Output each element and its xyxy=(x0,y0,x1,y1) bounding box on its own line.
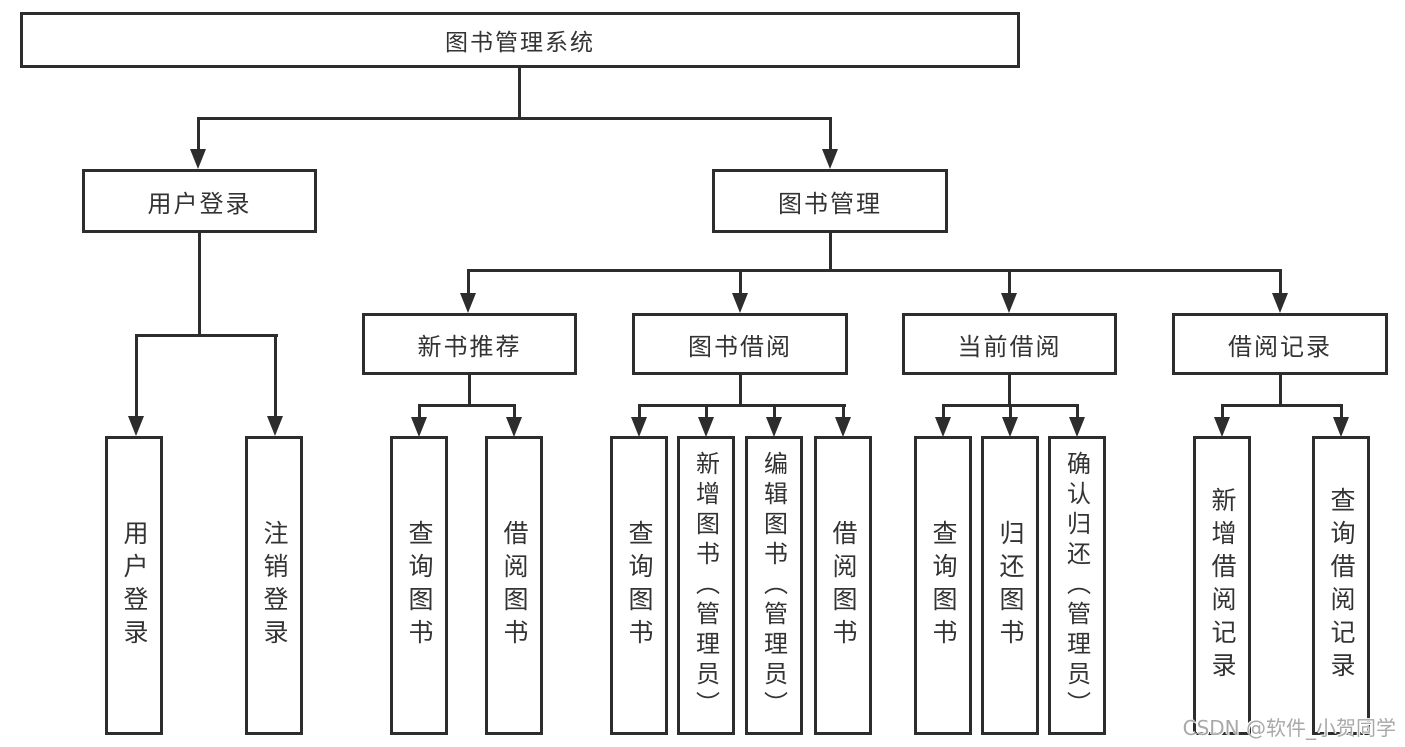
leaf-logout: 注销登录 xyxy=(245,436,303,735)
arrowhead-leaf xyxy=(506,417,522,437)
arrowhead-leaf xyxy=(267,416,283,436)
arrowhead-module xyxy=(1272,293,1288,313)
connector-module-rail xyxy=(418,404,516,407)
connector-user-rail xyxy=(135,334,278,337)
connector-drop-leaf xyxy=(638,404,641,418)
arrowhead-leaf xyxy=(411,417,427,437)
node-current-borrowing-label: 当前借阅 xyxy=(957,332,1062,361)
connector-module-stem xyxy=(1008,375,1011,407)
connector-drop-leaf xyxy=(1340,404,1343,418)
node-book-borrowing-label: 图书借阅 xyxy=(688,332,792,361)
connector-drop-leaf xyxy=(513,404,516,418)
arrowhead-leaf xyxy=(128,416,144,436)
leaf-add-book-admin: 新增图书（管理员） xyxy=(677,436,735,735)
node-borrowing-records-label: 借阅记录 xyxy=(1228,332,1332,361)
arrowhead-leaf xyxy=(1214,417,1230,437)
leaf-label: 借阅图书 xyxy=(500,519,529,652)
connector-drop-module xyxy=(1279,269,1282,295)
node-root: 图书管理系统 xyxy=(20,12,1020,68)
connector-drop-leaf xyxy=(1221,404,1224,418)
connector-mgmt-stem xyxy=(829,233,832,272)
connector-level1-rail xyxy=(197,117,832,120)
connector-drop-leaf xyxy=(842,404,845,418)
csdn-watermark: CSDN @软件_小贺同学 xyxy=(1182,716,1396,740)
leaf-query-books: 查询图书 xyxy=(390,436,448,735)
node-user-login: 用户登录 xyxy=(82,169,317,233)
connector-drop-user xyxy=(197,117,200,151)
arrowhead-leaf xyxy=(1333,417,1349,437)
arrowhead-module xyxy=(460,293,476,313)
connector-drop-leaf xyxy=(773,404,776,418)
connector-drop-leaf xyxy=(135,334,138,418)
leaf-label: 确认归还（管理员） xyxy=(1062,450,1091,721)
node-book-management: 图书管理 xyxy=(712,169,948,233)
connector-drop-leaf xyxy=(1009,404,1012,418)
leaf-label: 查询图书 xyxy=(929,519,958,652)
arrowhead-module xyxy=(1001,293,1017,313)
node-book-management-label: 图书管理 xyxy=(778,189,882,218)
leaf-user-login: 用户登录 xyxy=(105,436,163,735)
leaf-label: 用户登录 xyxy=(120,519,149,652)
connector-module-stem xyxy=(1279,375,1282,407)
connector-root-stem xyxy=(518,67,521,119)
connector-user-stem xyxy=(198,233,201,336)
arrowhead-leaf xyxy=(631,417,647,437)
connector-mgmt-rail xyxy=(467,269,1282,272)
node-new-book-recommend-label: 新书推荐 xyxy=(417,332,522,361)
leaf-query-books: 查询图书 xyxy=(610,436,668,735)
leaf-label: 查询借阅记录 xyxy=(1327,486,1356,685)
leaf-borrow-books: 借阅图书 xyxy=(485,436,543,735)
connector-drop-module xyxy=(1008,269,1011,295)
connector-drop-module xyxy=(739,269,742,295)
arrowhead-user-login xyxy=(190,149,206,169)
leaf-label: 新增图书（管理员） xyxy=(691,450,720,721)
leaf-label: 新增借阅记录 xyxy=(1208,486,1237,685)
node-book-borrowing: 图书借阅 xyxy=(632,313,848,375)
arrowhead-leaf xyxy=(835,417,851,437)
connector-module-stem xyxy=(468,375,471,407)
arrowhead-leaf xyxy=(1069,417,1085,437)
arrowhead-leaf xyxy=(935,417,951,437)
connector-drop-module xyxy=(467,269,470,295)
node-new-book-recommend: 新书推荐 xyxy=(362,313,577,375)
leaf-query-books: 查询图书 xyxy=(914,436,972,735)
connector-module-stem xyxy=(739,375,742,407)
leaf-label: 查询图书 xyxy=(405,519,434,652)
node-borrowing-records: 借阅记录 xyxy=(1172,313,1388,375)
leaf-label: 归还图书 xyxy=(996,519,1025,652)
leaf-label: 注销登录 xyxy=(260,519,289,652)
arrowhead-module xyxy=(732,293,748,313)
leaf-return-books: 归还图书 xyxy=(981,436,1039,735)
arrowhead-leaf xyxy=(1002,417,1018,437)
leaf-edit-book-admin: 编辑图书（管理员） xyxy=(745,436,803,735)
leaf-label: 编辑图书（管理员） xyxy=(759,450,788,721)
arrowhead-leaf xyxy=(698,417,714,437)
connector-drop-leaf xyxy=(418,404,421,418)
connector-drop-leaf xyxy=(1076,404,1079,418)
node-user-login-label: 用户登录 xyxy=(147,189,252,218)
node-root-label: 图书管理系统 xyxy=(445,30,595,56)
connector-drop-leaf xyxy=(705,404,708,418)
connector-module-rail xyxy=(638,404,846,407)
leaf-add-borrow-record: 新增借阅记录 xyxy=(1193,436,1251,735)
arrowhead-leaf xyxy=(766,417,782,437)
leaf-confirm-return-admin: 确认归还（管理员） xyxy=(1048,436,1106,735)
connector-drop-leaf xyxy=(274,334,277,418)
connector-module-rail xyxy=(1221,404,1343,407)
connector-drop-mgmt xyxy=(829,117,832,151)
leaf-label: 借阅图书 xyxy=(829,519,858,652)
leaf-borrow-books: 借阅图书 xyxy=(814,436,872,735)
leaf-query-borrow-record: 查询借阅记录 xyxy=(1312,436,1370,735)
arrowhead-book-mgmt xyxy=(822,149,838,169)
node-current-borrowing: 当前借阅 xyxy=(902,313,1117,375)
leaf-label: 查询图书 xyxy=(625,519,654,652)
connector-drop-leaf xyxy=(942,404,945,418)
